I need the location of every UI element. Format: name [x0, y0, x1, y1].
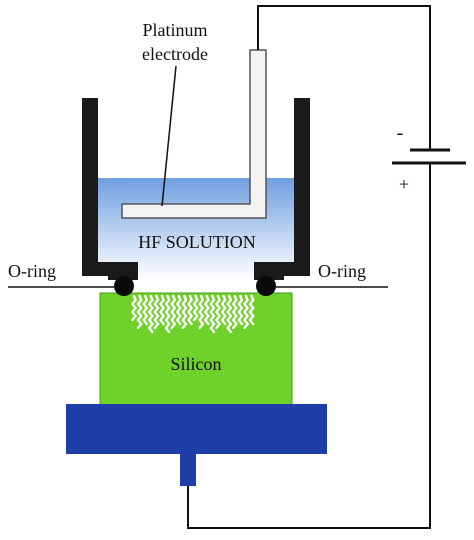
pore [153, 294, 160, 330]
cell-wall-left [82, 98, 138, 280]
battery-symbol [392, 148, 466, 165]
pore [192, 294, 199, 322]
platinum-electrode [121, 49, 267, 219]
o-ring-left-label: O-ring [8, 261, 56, 281]
pore [147, 294, 154, 334]
pore [214, 294, 222, 330]
platinum-electrode-label-line2: electrode [142, 44, 208, 64]
pore [237, 294, 244, 326]
pore [130, 294, 138, 322]
pore [242, 294, 250, 330]
o-ring-right [256, 276, 276, 296]
pore [136, 294, 143, 330]
pore [186, 294, 194, 326]
base-contact-stem [180, 452, 196, 486]
battery-minus-label: - [397, 122, 404, 144]
pore [158, 294, 166, 326]
pore [231, 294, 238, 330]
pore [226, 294, 233, 334]
platinum-electrode-label-line1: Platinum [142, 20, 207, 40]
cell-wall-right [254, 98, 310, 280]
pore [209, 294, 216, 334]
pore [175, 294, 182, 326]
pore [198, 294, 205, 330]
circuit-wire [187, 5, 431, 529]
battery-plus-label: + [399, 174, 409, 194]
pore [170, 294, 177, 330]
pore [142, 294, 149, 326]
porous-silicon-region [130, 294, 255, 334]
base-contact-plate [66, 404, 327, 454]
leader-lines [8, 65, 388, 288]
pore [248, 294, 255, 326]
o-ring-right-label: O-ring [318, 261, 366, 281]
pore [164, 294, 171, 334]
hf-solution-label: HF SOLUTION [138, 232, 256, 252]
pore [181, 294, 188, 330]
o-ring-left [114, 276, 134, 296]
pore [203, 294, 210, 326]
silicon-label: Silicon [170, 354, 221, 374]
electrode-leader-line [161, 65, 177, 207]
pore [220, 294, 227, 326]
